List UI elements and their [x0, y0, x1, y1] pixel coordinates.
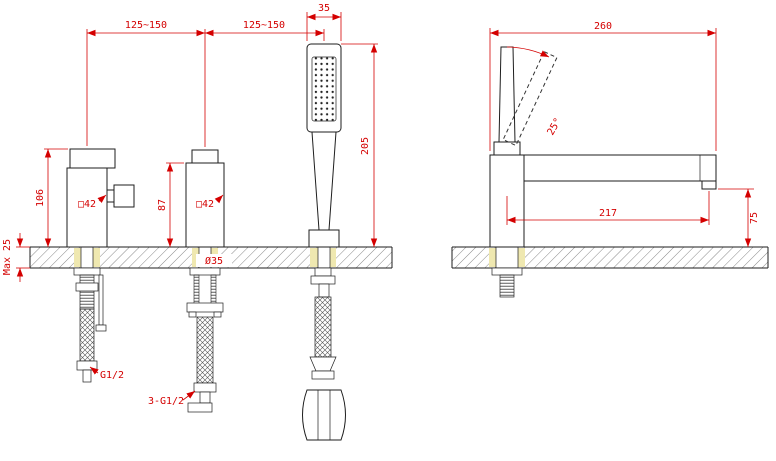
- mixer-rod-nut: [95, 324, 107, 332]
- dim-outlet-height: 75: [749, 212, 760, 224]
- front-view: 125~150 125~150 35 205 106 87 Max 25 □42…: [2, 3, 393, 441]
- dim-deck-thickness: Max 25: [2, 239, 13, 275]
- deck-outline-side: [451, 246, 769, 269]
- dim-mixer-height: 106: [35, 189, 46, 207]
- diverter-body: [185, 162, 225, 248]
- mixer-mounting-rod: [98, 274, 104, 326]
- mixer-side-knob: [113, 184, 135, 208]
- dim-spout-reach: 217: [599, 208, 617, 219]
- dim-inlet-threads: 3-G1/2: [148, 396, 184, 407]
- shower-spray-face: [311, 56, 337, 122]
- mixer-hose-nut: [76, 360, 98, 371]
- shower-shank: [317, 246, 331, 269]
- diverter-front: [185, 149, 225, 248]
- body-flange-side: [491, 267, 523, 276]
- diverter-flex-hose: [196, 316, 214, 384]
- faucet-side: [489, 46, 717, 298]
- dim-handle-angle: 25°: [546, 116, 565, 137]
- diverter-bracket-tab-right: [213, 311, 222, 318]
- mixer-front: [66, 148, 135, 248]
- deck-hatch-side: [452, 247, 768, 268]
- diverter-bracket-tab-left: [188, 311, 197, 318]
- shower-handle: [311, 131, 337, 231]
- shower-cone-fitting: [309, 356, 337, 372]
- mixer-body: [66, 167, 108, 248]
- dim-hole-diameter: Ø35: [205, 255, 223, 267]
- dim-shower-height: 205: [360, 137, 371, 155]
- deck-section-side: [451, 246, 769, 269]
- leader-hose-thread: [89, 366, 99, 375]
- shower-pipe: [318, 283, 330, 298]
- dim-spacing-left: 125~150: [125, 20, 167, 31]
- shower-barrel-nut: [302, 389, 346, 441]
- leader-mixer-square: [97, 194, 107, 203]
- shower-holder: [308, 229, 340, 248]
- diverter-hose-pipe: [199, 391, 211, 404]
- spout-side: [523, 154, 717, 182]
- mixer-shank: [80, 246, 94, 269]
- dim-head-width: 35: [318, 3, 330, 14]
- shower-nut-lower: [311, 370, 335, 380]
- leader-diverter-square: [214, 194, 224, 204]
- leader-inlet-threads: [182, 390, 196, 401]
- body-shank-side: [495, 246, 519, 269]
- diverter-hose-assembly: [186, 267, 224, 413]
- diverter-flange: [189, 267, 221, 276]
- arc-handle-swing: [506, 46, 550, 58]
- dim-diverter-square: □42: [196, 199, 214, 210]
- dim-spacing-right: 125~150: [243, 20, 285, 31]
- dim-mixer-square: □42: [78, 199, 96, 210]
- handshower-front: [306, 43, 342, 248]
- mixer-hose-assembly: [73, 267, 107, 383]
- shower-hose-assembly: [302, 267, 346, 441]
- front-dimensions: 125~150 125~150 35 205 106 87 Max 25 □42…: [2, 3, 378, 407]
- mixer-threaded-shank: [79, 274, 95, 310]
- handle-collar-side: [493, 141, 521, 156]
- dim-hole-label-bg: [196, 254, 232, 267]
- diverter-bracket: [186, 302, 224, 313]
- shower-connector: [314, 267, 332, 277]
- dim-diverter-height: 87: [157, 199, 168, 211]
- mixer-locknut: [75, 282, 99, 292]
- dim-overall-width: 260: [594, 21, 612, 32]
- mixer-flex-hose: [79, 308, 95, 362]
- handle-side: [498, 46, 516, 143]
- spout-outlet: [701, 180, 717, 190]
- shower-nut-upper: [310, 275, 336, 285]
- mixer-flange: [73, 267, 101, 276]
- mixer-lever: [69, 148, 116, 169]
- diverter-hose-nut: [193, 382, 217, 393]
- body-threaded-shank-side: [499, 274, 515, 298]
- dim-hose-thread: G1/2: [100, 370, 124, 381]
- mixer-side-neck: [106, 189, 115, 203]
- mixer-hose-end: [82, 369, 92, 383]
- side-dimensions: 260 217 75 25°: [489, 21, 760, 247]
- shower-flex-hose: [314, 296, 332, 358]
- diverter-hose-elbow: [187, 402, 213, 413]
- side-view: 260 217 75 25°: [451, 21, 769, 298]
- diverter-cap: [191, 149, 219, 164]
